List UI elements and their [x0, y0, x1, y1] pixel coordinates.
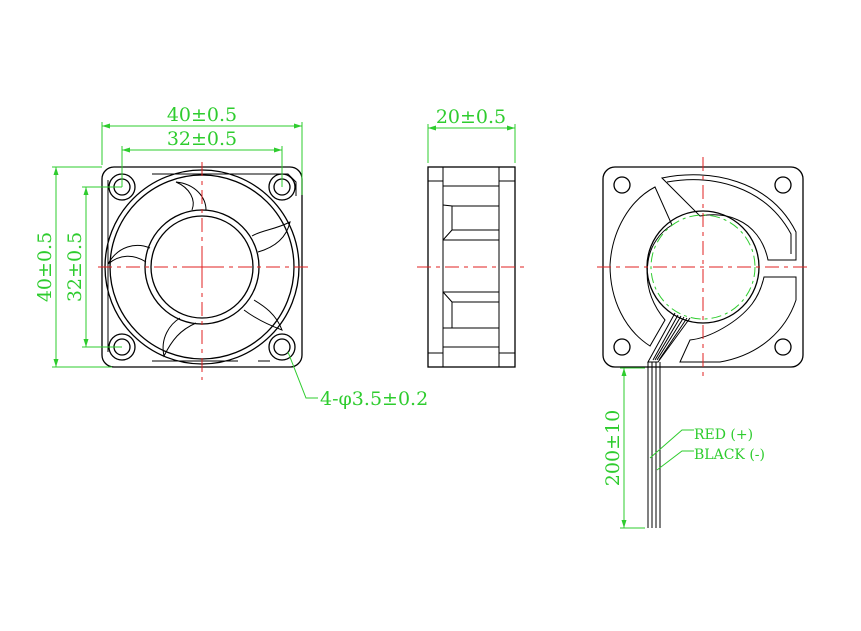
- wire-channel: [647, 312, 691, 363]
- front-dimensions: 40±0.5 32±0.5 40±0.5 32±0.5 4-φ3.5±0.2: [34, 104, 428, 410]
- lead-wires: [647, 362, 661, 528]
- back-view: [597, 157, 812, 528]
- fan-blades: [107, 181, 291, 358]
- back-opening-2: [609, 186, 673, 347]
- wire-label-red: RED (+): [694, 427, 753, 443]
- back-hub-label-ring: [650, 214, 756, 320]
- dim-height: 40±0.5: [34, 232, 56, 302]
- back-opening-3: [679, 276, 797, 363]
- side-dimensions: 20±0.5: [427, 106, 516, 163]
- back-opening-1: [660, 174, 797, 261]
- dim-lead-length: 200±10: [602, 410, 624, 486]
- hole-callout: 4-φ3.5±0.2: [320, 388, 428, 410]
- dim-thickness: 20±0.5: [436, 106, 506, 128]
- side-view: [417, 166, 528, 368]
- dim-hole-pitch-v: 32±0.5: [64, 232, 86, 302]
- back-dimensions: 200±10 RED (+) BLACK (-): [602, 367, 765, 529]
- front-view: [98, 162, 308, 380]
- dim-hole-pitch-h: 32±0.5: [167, 128, 237, 150]
- hub-inner: [150, 215, 254, 319]
- wire-label-black: BLACK (-): [694, 447, 765, 463]
- dim-width: 40±0.5: [167, 104, 237, 126]
